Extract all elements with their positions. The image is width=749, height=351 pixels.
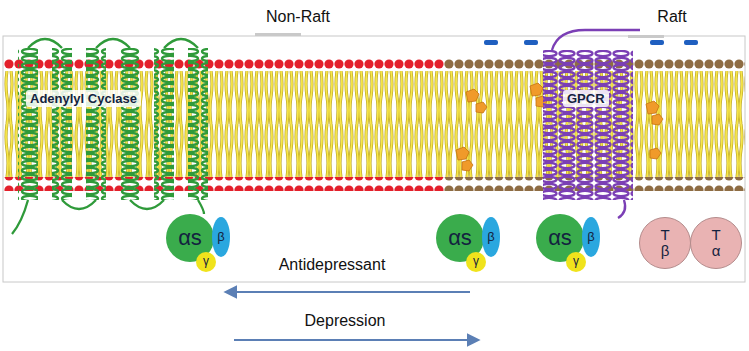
- g-gamma-subunit: γ: [196, 252, 216, 272]
- subunit-symbol: γ: [573, 255, 579, 268]
- subunit-symbol: γ: [473, 255, 479, 268]
- label-text: Depression: [305, 312, 386, 329]
- label-text: Antidepressant: [279, 256, 386, 273]
- subunit-symbol: T α: [712, 227, 721, 260]
- subunit-symbol: αs: [178, 226, 202, 250]
- region-label: Raft: [657, 8, 686, 26]
- protein-name: Adenylyl Cyclase: [30, 91, 137, 106]
- arrow-label: Antidepressant: [279, 256, 386, 274]
- subunit-symbol: β: [587, 230, 594, 244]
- arrow-label: Depression: [305, 312, 386, 330]
- tubulin-subunit: T β: [639, 217, 691, 269]
- label-text: Raft: [657, 8, 686, 25]
- subunit-symbol: T β: [661, 227, 670, 260]
- g-beta-subunit: β: [582, 217, 600, 257]
- g-gamma-subunit: γ: [566, 252, 586, 272]
- label-text: Non-Raft: [266, 8, 330, 25]
- tubulin-subunit: T α: [690, 217, 742, 269]
- g-beta-subunit: β: [482, 217, 500, 257]
- subunit-symbol: γ: [203, 255, 209, 268]
- subunit-symbol: β: [217, 230, 224, 244]
- g-gamma-subunit: γ: [466, 252, 486, 272]
- subunit-symbol: β: [487, 230, 494, 244]
- protein-label: Adenylyl Cyclase: [26, 90, 141, 107]
- region-label: Non-Raft: [266, 8, 330, 26]
- subunit-symbol: αs: [548, 226, 572, 250]
- protein-label: GPCR: [563, 90, 609, 107]
- g-beta-subunit: β: [212, 217, 230, 257]
- subunit-symbol: αs: [448, 226, 472, 250]
- protein-name: GPCR: [567, 91, 605, 106]
